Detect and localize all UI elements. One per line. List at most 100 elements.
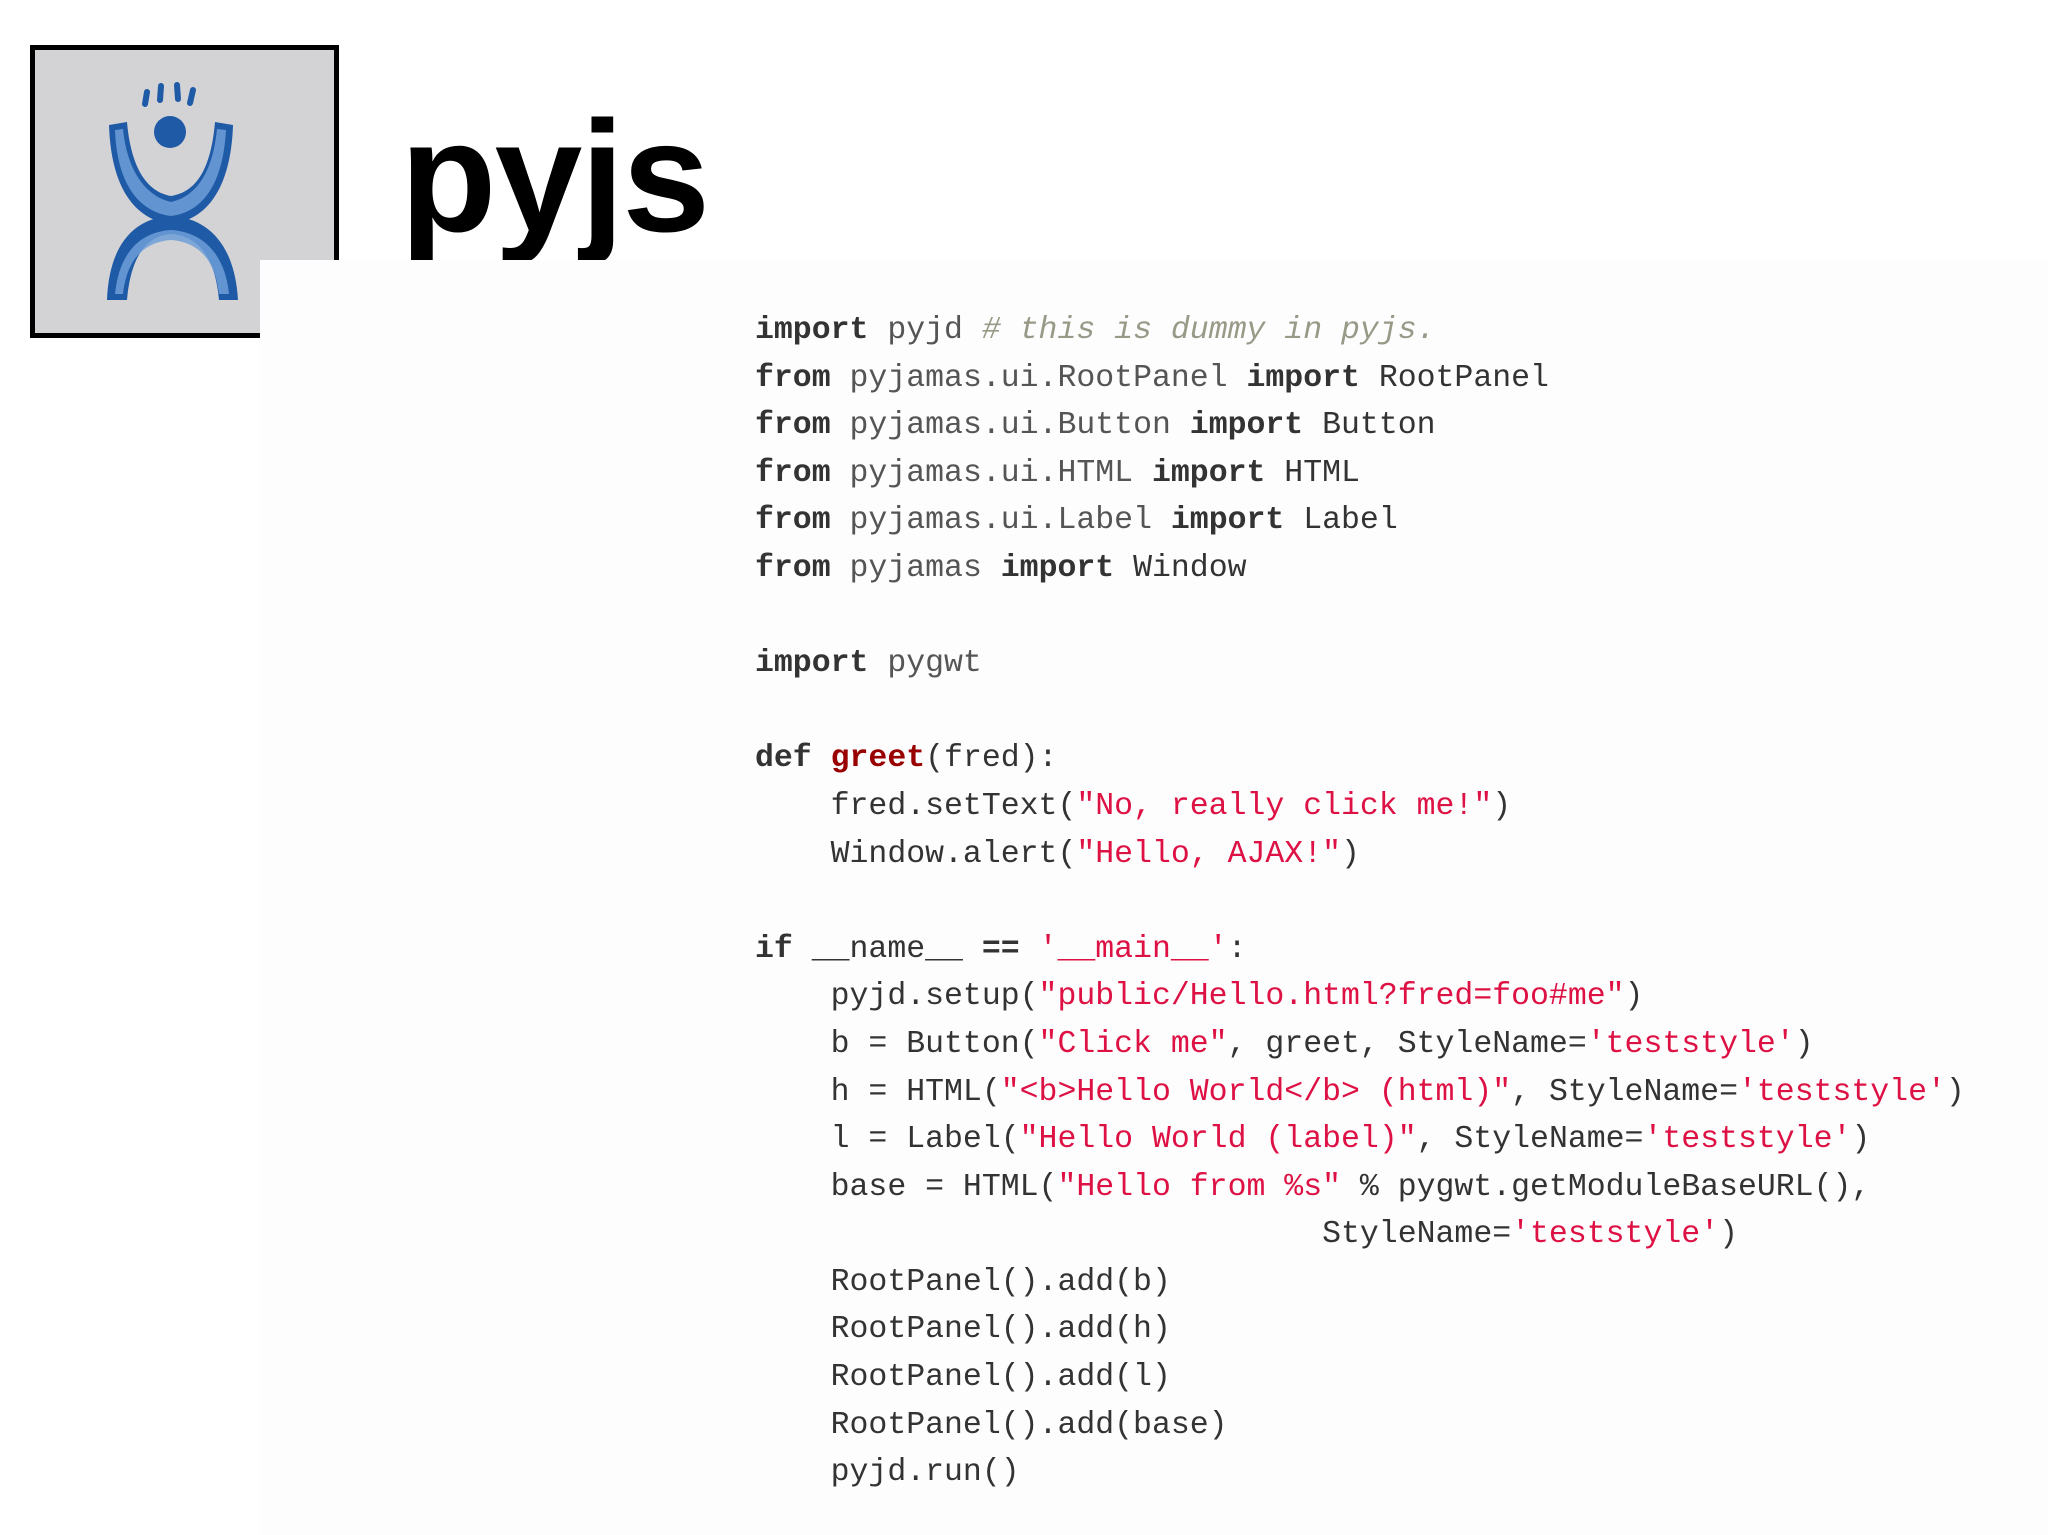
code-token: from: [755, 360, 831, 396]
code-token: def: [755, 741, 812, 777]
code-line: import pygwt: [755, 640, 1965, 688]
code-token: RootPanel().add(h): [755, 1312, 1171, 1348]
code-token: Button: [1303, 408, 1436, 444]
code-token: pyjamas.ui.Button: [830, 408, 1190, 444]
logo-rays: [142, 82, 196, 107]
code-token: pyjd: [868, 313, 982, 348]
code-line: RootPanel().add(l): [755, 1354, 1965, 1402]
code-line: [755, 593, 1965, 641]
code-token: import: [755, 646, 869, 682]
code-token: greet: [830, 741, 926, 777]
code-token: ): [1945, 1074, 1965, 1110]
code-token: 'teststyle': [1737, 1074, 1946, 1110]
code-token: pygwt: [868, 646, 982, 682]
code-token: from: [755, 408, 831, 444]
code-token: '__main__': [1038, 931, 1228, 967]
code-token: import: [1246, 360, 1360, 396]
code-line: h = HTML("<b>Hello World</b> (html)", St…: [755, 1069, 1965, 1117]
code-token: [1020, 932, 1039, 967]
code-token: ): [1624, 979, 1644, 1015]
page-title: pyjs: [400, 89, 710, 265]
code-token: ): [1719, 1217, 1738, 1253]
code-token: ): [1492, 788, 1512, 824]
code-line: RootPanel().add(b): [755, 1259, 1965, 1307]
code-token: ): [1851, 1122, 1871, 1158]
code-token: [812, 741, 831, 776]
code-panel: [260, 260, 2048, 1535]
code-token: pyjamas.ui.Label: [830, 503, 1171, 539]
code-token: "No, really click me!": [1076, 788, 1493, 824]
code-token: from: [755, 455, 831, 491]
code-token: pyjd.run(): [755, 1455, 1020, 1491]
code-line: from pyjamas import Window: [755, 545, 1965, 593]
code-token: Window: [1114, 550, 1247, 586]
code-token: import: [755, 313, 869, 348]
code-token: "Hello World (label)": [1019, 1122, 1417, 1158]
code-token: l = Label(: [755, 1122, 1020, 1158]
code-token: RootPanel().add(b): [755, 1264, 1171, 1300]
code-token: , StyleName=: [1416, 1122, 1644, 1158]
code-line: Window.alert("Hello, AJAX!"): [755, 831, 1965, 879]
code-line: StyleName='teststyle'): [755, 1211, 1965, 1259]
code-block: import pyjd # this is dummy in pyjs.from…: [755, 307, 1965, 1497]
code-token: RootPanel().add(base): [755, 1407, 1228, 1443]
code-line: [755, 878, 1965, 926]
logo-legs: [107, 216, 238, 300]
code-token: pyjamas.ui.RootPanel: [830, 360, 1247, 396]
code-token: pyjamas: [830, 550, 1001, 586]
code-line: RootPanel().add(base): [755, 1402, 1965, 1450]
code-token: "Hello from %s": [1057, 1169, 1341, 1205]
pyjs-person-logo-icon: [107, 82, 238, 300]
code-token: "public/Hello.html?fred=foo#me": [1038, 979, 1625, 1015]
code-token: StyleName=: [755, 1217, 1512, 1253]
code-token: ): [1341, 836, 1360, 872]
code-token: pyjamas.ui.HTML: [830, 455, 1152, 491]
code-token: from: [755, 550, 831, 586]
code-line: def greet(fred):: [755, 735, 1965, 783]
code-token: ==: [981, 931, 1020, 967]
code-line: from pyjamas.ui.Label import Label: [755, 497, 1965, 545]
code-token: RootPanel().add(l): [755, 1360, 1171, 1396]
code-line: l = Label("Hello World (label)", StyleNa…: [755, 1116, 1965, 1164]
code-token: , greet, StyleName=: [1227, 1026, 1587, 1062]
code-line: from pyjamas.ui.HTML import HTML: [755, 450, 1965, 498]
code-token: , StyleName=: [1511, 1074, 1738, 1110]
code-token: b = Button(: [755, 1026, 1039, 1062]
code-token: h = HTML(: [755, 1074, 1001, 1110]
code-token: :: [1227, 931, 1247, 967]
code-token: __name__: [792, 931, 982, 967]
code-token: import: [1170, 503, 1285, 539]
code-token: pyjd.setup(: [755, 979, 1039, 1015]
pyjs-logo: [30, 45, 339, 338]
code-token: import: [1189, 408, 1304, 444]
code-token: Window.alert(: [755, 836, 1077, 872]
code-token: "Click me": [1038, 1026, 1228, 1062]
code-line: base = HTML("Hello from %s" % pygwt.getM…: [755, 1164, 1965, 1212]
code-line: from pyjamas.ui.Button import Button: [755, 402, 1965, 450]
code-line: [755, 688, 1965, 736]
code-line: RootPanel().add(h): [755, 1306, 1965, 1354]
code-token: ): [1794, 1026, 1814, 1062]
code-line: pyjd.setup("public/Hello.html?fred=foo#m…: [755, 973, 1965, 1021]
code-line: if __name__ == '__main__':: [755, 926, 1965, 974]
code-token: # this is dummy in pyjs.: [981, 313, 1436, 348]
code-line: import pyjd # this is dummy in pyjs.: [755, 307, 1965, 355]
code-token: 'teststyle': [1586, 1026, 1795, 1062]
code-line: fred.setText("No, really click me!"): [755, 783, 1965, 831]
code-line: b = Button("Click me", greet, StyleName=…: [755, 1021, 1965, 1069]
code-token: from: [755, 503, 831, 539]
code-token: "<b>Hello World</b> (html)": [1000, 1074, 1512, 1110]
logo-head: [154, 116, 186, 148]
code-token: "Hello, AJAX!": [1076, 836, 1342, 872]
code-token: 'teststyle': [1643, 1122, 1852, 1158]
code-token: fred.setText(: [755, 788, 1077, 824]
code-token: base = HTML(: [755, 1169, 1058, 1205]
code-token: if: [755, 931, 793, 967]
code-token: Label: [1284, 503, 1398, 539]
code-line: from pyjamas.ui.RootPanel import RootPan…: [755, 355, 1965, 403]
code-line: pyjd.run(): [755, 1449, 1965, 1497]
code-token: import: [1151, 455, 1266, 491]
code-token: % pygwt.getModuleBaseURL(),: [1341, 1169, 1871, 1205]
code-token: HTML: [1265, 455, 1360, 491]
code-token: 'teststyle': [1511, 1217, 1720, 1253]
